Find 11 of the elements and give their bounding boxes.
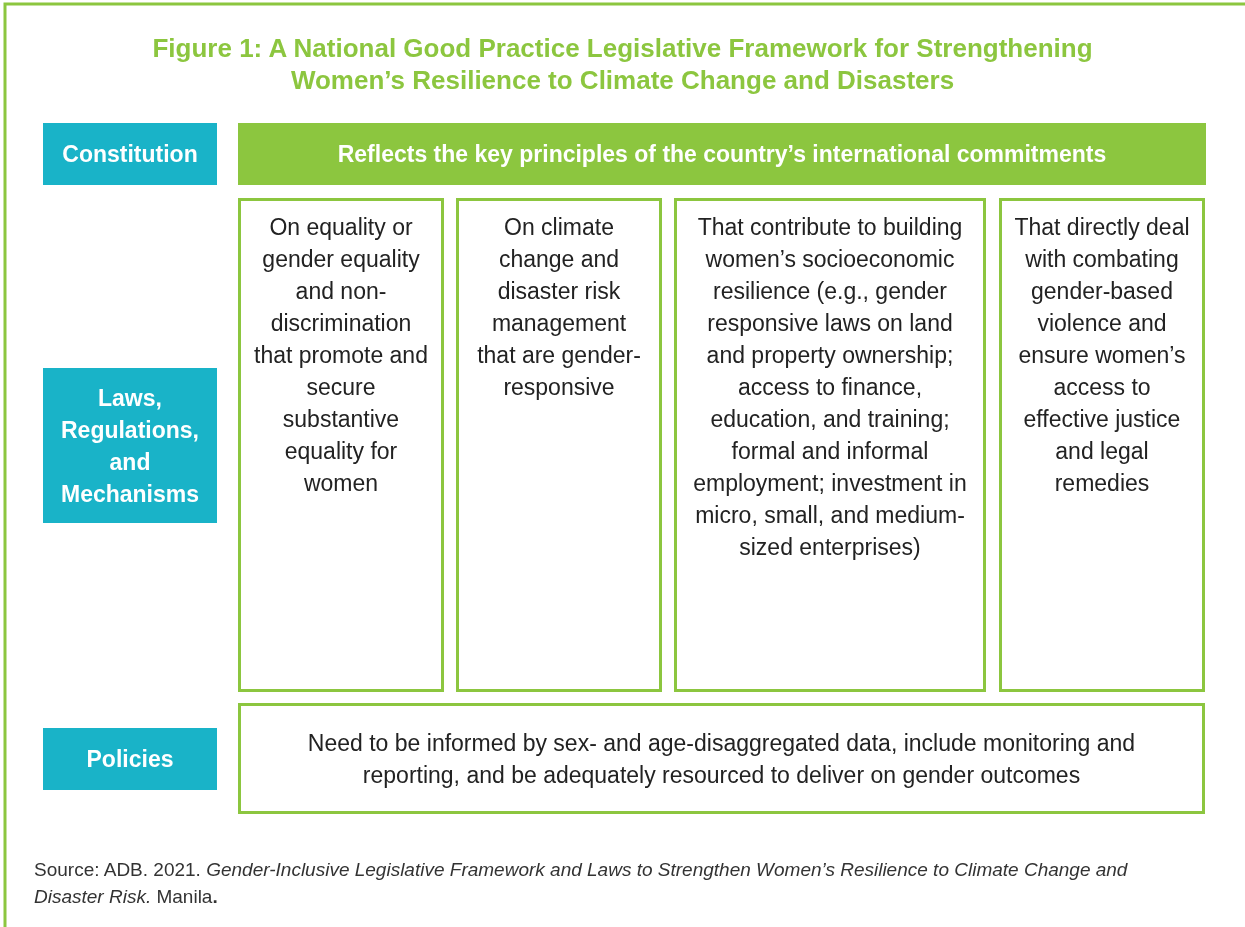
law-category-box: That directly deal with combating gender-based violence and ensure women’s access to effective justice and legal remedies	[999, 198, 1205, 692]
row-header: Policies	[43, 728, 217, 790]
policy-box: Need to be informed by sex- and age-disaggregated data, include monitoring and reporting, and be adequately resourced to deliver on gender outcomes	[238, 703, 1205, 814]
law-category-box: On equality or gender equality and non-discrimination that promote and secure substantive equality for women	[238, 198, 444, 692]
principle-bar: Reflects the key principles of the country’s international commitments	[238, 123, 1206, 185]
law-category-box: That contribute to building women’s socioeconomic resilience (e.g., gender responsive laws on land and property ownership; access to finance, education, and training; formal and informal employment; investment in micro, small, and medium-sized enterprises)	[674, 198, 986, 692]
row-header: Constitution	[43, 123, 217, 185]
law-category-box: On climate change and disaster risk management that are gender-responsive	[456, 198, 662, 692]
figure-title: Figure 1: A National Good Practice Legislative Framework for Strengthening Women’s Resilience to Climate Change and Disasters	[151, 32, 1094, 96]
row-header: Laws, Regulations, and Mechanisms	[43, 368, 217, 523]
source-note: Source: ADB. 2021. Gender-Inclusive Legislative Framework and Laws to Strengthen Women’s Resilience to Climate Change and Disaster Risk. Manila.	[34, 858, 1129, 909]
